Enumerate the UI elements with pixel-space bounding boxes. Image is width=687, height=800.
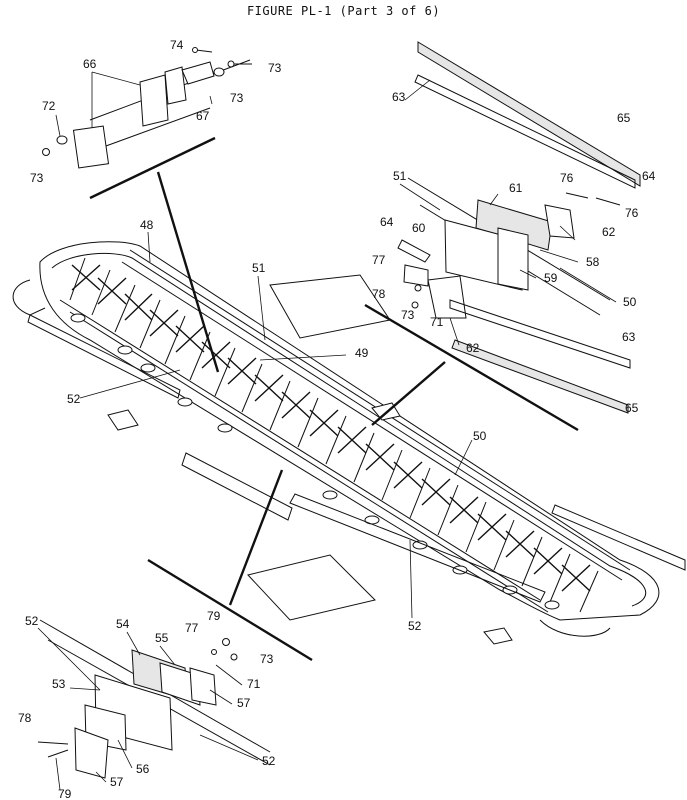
part-71-clip (403, 264, 429, 287)
part-62-fitting-upper (544, 204, 575, 239)
part-70-bolt (195, 49, 213, 53)
detail-top-left (42, 47, 252, 200)
part-78-bolt (37, 741, 69, 745)
part-59-block (497, 227, 529, 291)
callout-61: 61 (509, 181, 523, 195)
callout-73-right: 73 (401, 308, 415, 322)
callout-79: 79 (58, 787, 72, 800)
callout-58: 58 (586, 255, 600, 269)
figure-title: FIGURE PL-1 (Part 3 of 6) (246, 4, 441, 18)
callout-leaders (37, 71, 617, 791)
callout-73-bl: 73 (260, 652, 274, 666)
lattice-bracing (71, 264, 591, 592)
right-wing-tip (539, 619, 611, 637)
part-75-bolt (595, 197, 621, 206)
callout-62-lower: 62 (466, 341, 480, 355)
callout-59: 59 (544, 271, 558, 285)
part-74-bolt (565, 192, 589, 199)
trailing-strip-left (27, 314, 181, 399)
detail-right (364, 41, 641, 432)
callout-76: 77 (372, 253, 386, 267)
callout-71: 71 (430, 315, 444, 329)
skin-panel-lower (247, 554, 376, 621)
part-63-strip-lower (449, 299, 631, 369)
flap-strip-right (289, 493, 546, 603)
callout-67: 67 (196, 109, 210, 123)
part-73-nut-lower (230, 653, 238, 661)
part-73-nut-right (411, 301, 419, 309)
callout-48: 48 (140, 218, 154, 232)
aileron-strip (551, 504, 686, 571)
callout-62: 62 (602, 225, 616, 239)
callout-54: 54 (116, 617, 130, 631)
callout-72: 72 (42, 99, 56, 113)
callout-65-lower: 65 (625, 401, 639, 415)
flap-strip-left (181, 452, 293, 521)
left-wing-tip (12, 279, 46, 316)
hinge-fittings (70, 313, 560, 610)
part-65-strip-lower (451, 339, 629, 414)
part-72-washer (56, 135, 68, 145)
callout-65: 65 (617, 111, 631, 125)
callout-76-bl: 77 (185, 621, 199, 635)
callout-52-bl: 52 (25, 614, 39, 628)
callout-50-right: 50 (623, 295, 637, 309)
callout-77: 78 (372, 287, 386, 301)
callout-50: 50 (473, 429, 487, 443)
part-57-fitting-upper (189, 667, 217, 706)
callout-49: 49 (355, 346, 369, 360)
part-67-bracket (139, 74, 169, 127)
callout-60: 60 (412, 221, 426, 235)
callout-56: 56 (136, 762, 150, 776)
callout-53: 53 (52, 677, 66, 691)
part-68-washer (213, 67, 225, 77)
part-77-nut-lower (222, 638, 230, 646)
callout-66: 66 (83, 57, 97, 71)
part-65-strip-upper (417, 41, 641, 187)
callout-51: 51 (252, 261, 266, 275)
callout-52-mid: 52 (408, 619, 422, 633)
callout-78: 78 (18, 711, 32, 725)
small-plate-left (107, 409, 139, 431)
callout-52: 52 (67, 392, 81, 406)
part-66-plate (72, 125, 110, 169)
callout-74: 76 (560, 171, 574, 185)
part-64-angle (397, 239, 431, 263)
callout-71-bl: 71 (247, 677, 261, 691)
callout-68: 73 (230, 91, 244, 105)
callout-63-lower: 63 (622, 330, 636, 344)
wing-assembly (12, 241, 686, 645)
part-73-nut (42, 148, 50, 156)
part-61-block (475, 199, 553, 251)
callout-69: 73 (268, 61, 282, 75)
callout-64-b: 64 (380, 215, 394, 229)
callout-64: 64 (642, 169, 656, 183)
callout-52-br: 52 (262, 754, 276, 768)
part-63-strip-upper (414, 74, 636, 189)
callout-73: 73 (30, 171, 44, 185)
callout-55: 55 (155, 631, 169, 645)
small-plate-right (483, 627, 513, 645)
detail-bottom-left (37, 558, 313, 779)
part-62-fitting-lower (427, 275, 467, 319)
part-77-nut (414, 284, 422, 292)
callout-labels: 74 73 66 73 67 72 73 48 51 49 52 50 52 6… (18, 38, 656, 800)
part-57-fitting-lower (74, 727, 109, 779)
callout-57: 57 (237, 696, 251, 710)
leader-lines (156, 171, 446, 606)
callout-63: 63 (392, 90, 406, 104)
part-67-pin (181, 61, 215, 85)
part-76-bolt-lower (211, 649, 217, 655)
callout-75: 76 (625, 206, 639, 220)
callout-57-b: 57 (110, 775, 124, 789)
part-79-bolt (47, 749, 69, 758)
callout-77-bl: 79 (207, 609, 221, 623)
wing-ribs (69, 257, 599, 613)
skin-panel-upper (269, 274, 391, 339)
callout-70: 74 (170, 38, 184, 52)
callout-51-right: 51 (393, 169, 407, 183)
